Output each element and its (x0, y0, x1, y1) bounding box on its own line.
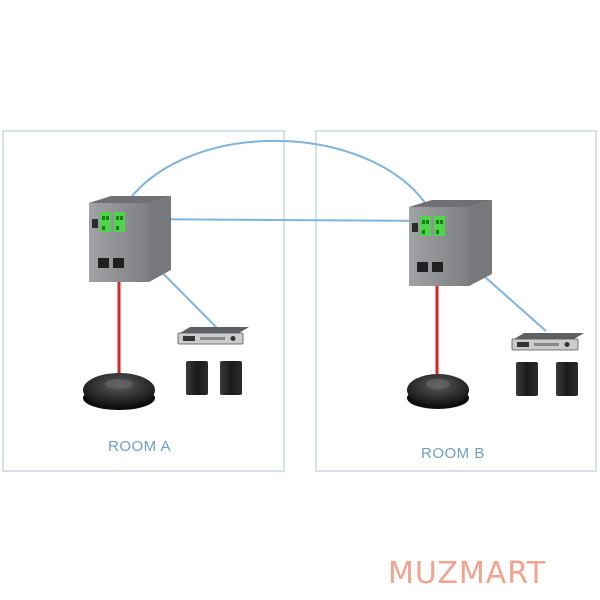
direct-link (125, 218, 431, 222)
speaker-icon (186, 361, 208, 395)
amplifier-icon (511, 333, 584, 351)
dsp-box-icon (409, 200, 492, 286)
amplifier-icon (177, 327, 249, 345)
arc-link (120, 139, 429, 213)
dsp-box-icon (89, 196, 171, 282)
room-b-frame (315, 130, 597, 472)
speaker-icon (220, 361, 242, 395)
microphone-icon (83, 373, 155, 410)
room-a-label: ROOM A (108, 438, 172, 455)
room-b-label: ROOM B (421, 445, 485, 462)
speaker-icon (516, 362, 538, 396)
microphone-icon (407, 374, 469, 409)
watermark-logo: MUZMART (388, 556, 547, 591)
speaker-icon (556, 362, 578, 396)
room-a-frame (2, 130, 285, 472)
